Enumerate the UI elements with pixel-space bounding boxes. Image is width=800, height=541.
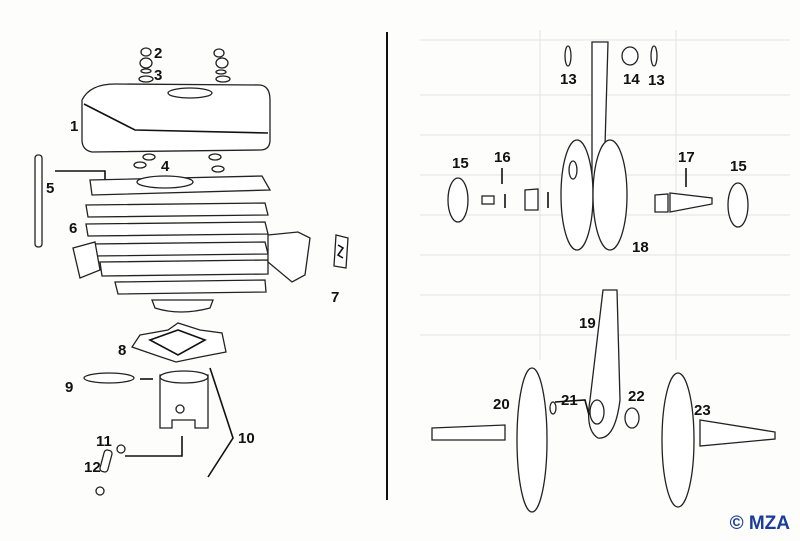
callout-7: 7 [331, 289, 339, 306]
callout-14: 14 [623, 71, 640, 88]
cylinder-head [81, 83, 271, 153]
callout-22: 22 [628, 388, 645, 405]
callout-13b: 13 [648, 72, 665, 89]
callout-labels: 1 2 3 4 5 6 7 8 9 10 11 12 13 14 13 15 1… [46, 45, 747, 476]
callout-16: 16 [494, 149, 511, 166]
callout-1: 1 [70, 118, 78, 135]
callout-4: 4 [161, 158, 170, 175]
callout-12: 12 [84, 459, 101, 476]
callout-21: 21 [561, 392, 578, 409]
callout-11: 11 [96, 433, 112, 450]
cylinder-fins [72, 175, 311, 313]
callout-9: 9 [65, 379, 73, 396]
base-gasket [130, 322, 227, 363]
callout-3: 3 [154, 67, 162, 84]
callout-6: 6 [69, 220, 77, 237]
callout-15a: 15 [452, 155, 469, 172]
head-nuts [138, 47, 231, 83]
callout-10: 10 [238, 430, 255, 447]
copyright-mark: © MZA [729, 513, 790, 534]
callout-17: 17 [678, 149, 695, 166]
callout-19: 19 [579, 315, 596, 332]
callout-8: 8 [118, 342, 126, 359]
callout-20: 20 [493, 396, 510, 413]
piston-ring [83, 372, 135, 384]
piston [159, 370, 209, 429]
stud [34, 154, 43, 248]
callout-18: 18 [632, 239, 649, 256]
cylinder-assembly [34, 47, 349, 496]
callout-2: 2 [154, 45, 162, 62]
callout-5: 5 [46, 180, 54, 197]
callout-13a: 13 [560, 71, 577, 88]
callout-15b: 15 [730, 158, 747, 175]
callout-23: 23 [694, 402, 711, 419]
crankshaft-assembly [431, 41, 776, 513]
